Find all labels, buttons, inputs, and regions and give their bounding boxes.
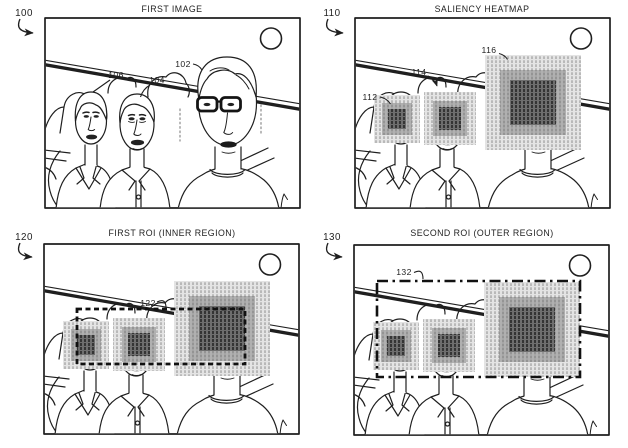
panel-first-roi: FIRST ROI (INNER REGION) 120 122 [15,228,300,435]
callout-114: 114 [412,67,427,77]
callout-132: 132 [396,267,412,277]
leader-line [498,52,508,60]
ref-arrow [17,242,33,261]
callout-104: 104 [149,75,165,85]
panel-title: SALIENCY HEATMAP [435,4,530,14]
ref-arrow [325,18,344,37]
leader-line [156,300,167,309]
callout-112: 112 [363,92,378,102]
leader-line [192,63,203,71]
ref-arrow [17,18,34,37]
leader-line [427,75,438,87]
scene-drawing [44,18,301,209]
panel-first-image: FIRST IMAGE 100 106 104 102 [15,4,301,209]
panel-saliency-heatmap: SALIENCY HEATMAP 110 112 114 116 [323,4,611,209]
ref-numeral-120: 120 [15,232,33,243]
panel-title: FIRST IMAGE [142,4,203,14]
callout-102: 102 [175,59,191,69]
callout-116: 116 [482,45,497,55]
leader-line [139,84,151,98]
ref-numeral-100: 100 [15,8,33,19]
panel-second-roi: SECOND ROI (OUTER REGION) 130 132 [323,228,610,436]
leader-line [413,270,424,280]
roi-rect-outer [375,279,582,379]
leader-line [379,96,391,105]
leader-line [92,79,111,93]
roi-rect-inner [75,307,247,366]
panel-title: FIRST ROI (INNER REGION) [109,228,236,238]
panel-title: SECOND ROI (OUTER REGION) [410,228,553,238]
ref-numeral-130: 130 [323,232,341,243]
ref-arrow [325,242,343,261]
callout-106: 106 [108,70,124,80]
callout-122: 122 [140,298,156,308]
ref-numeral-110: 110 [323,8,340,19]
